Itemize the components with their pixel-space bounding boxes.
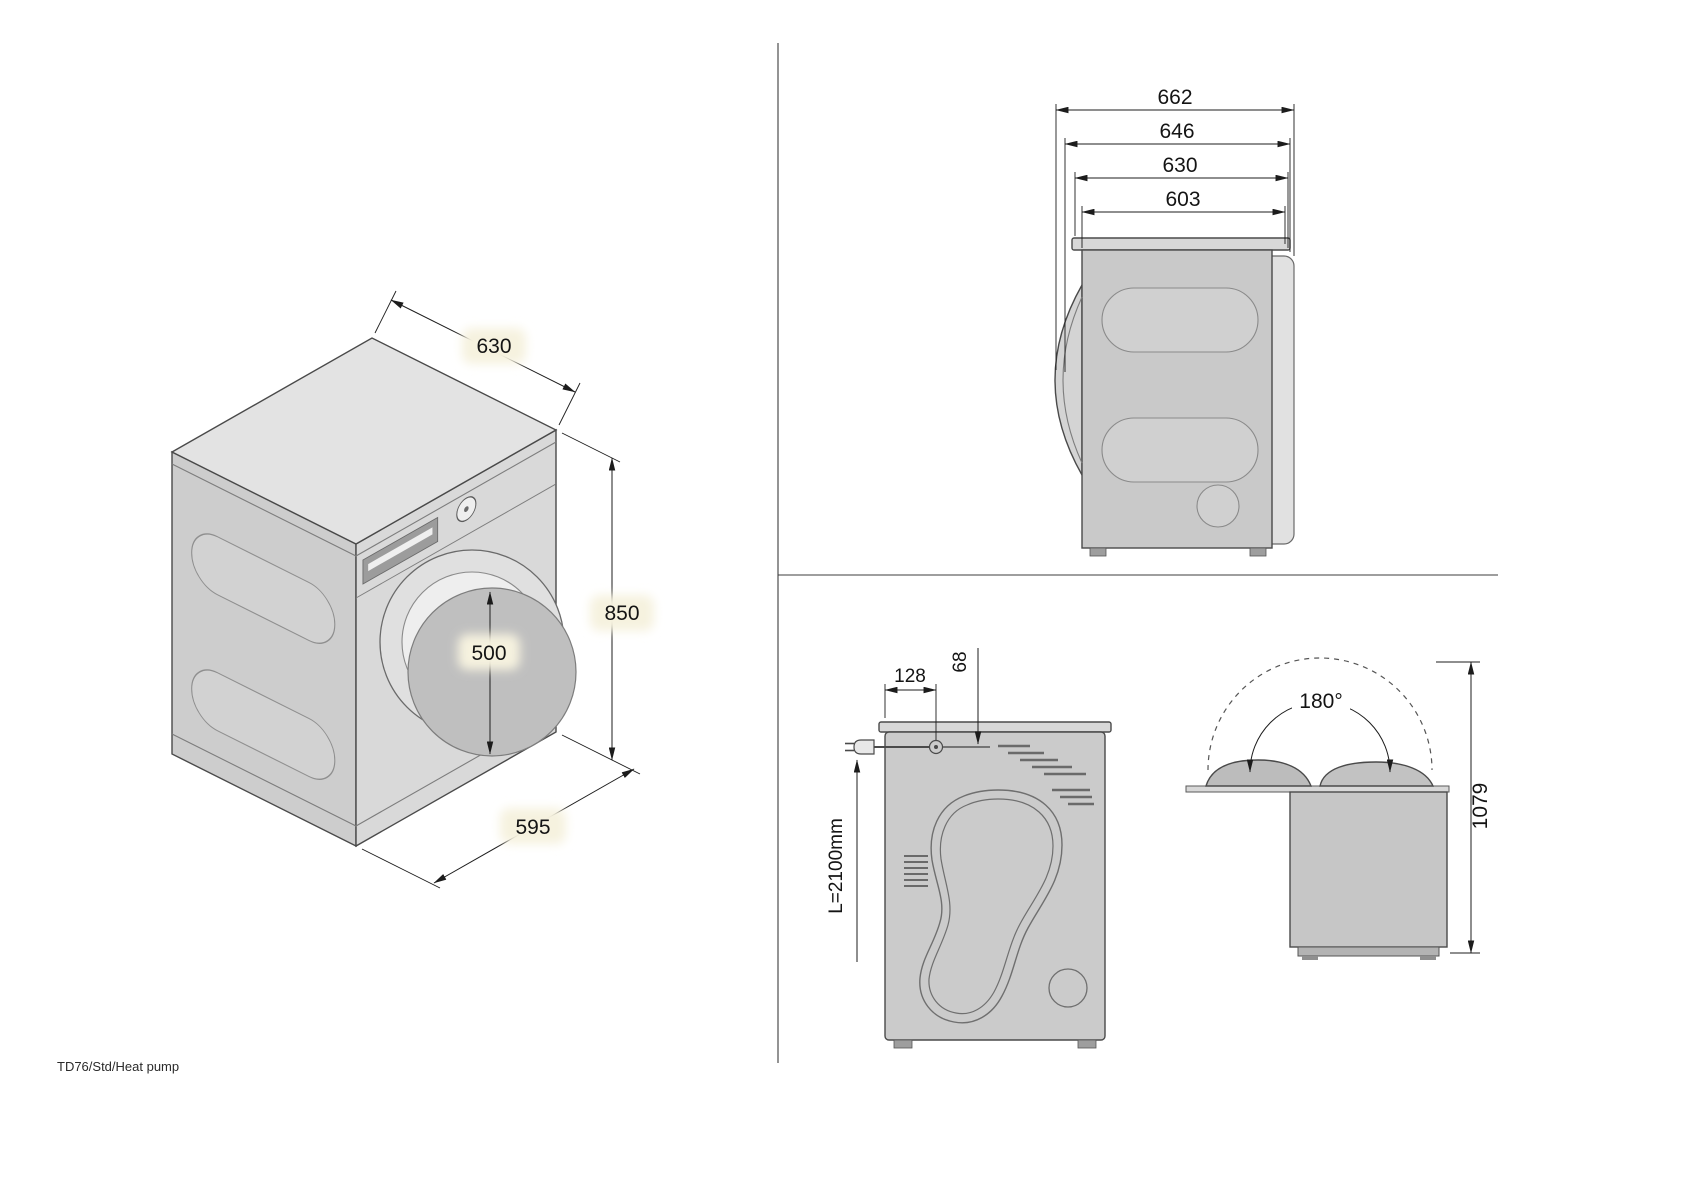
label-halo [458,634,520,670]
iso-panel-underline [356,483,556,599]
swing-height-label: 1079 [1469,783,1492,830]
side-door-bulge [1054,282,1083,478]
swing-top-edge [1185,785,1450,793]
swing-path-dashed-arc [1207,657,1433,771]
iso-side-embossing [191,533,336,780]
iso-width-label: 595 [515,816,550,839]
model-footnote: TD76/Std/Heat pump [57,1059,179,1074]
iso-door-glass [407,587,577,757]
rear-vent-mid [1052,788,1094,806]
isometric-view: 630 850 500 595 [170,290,654,889]
label-halo [462,328,526,364]
plug-icon [853,739,875,755]
cord-length-label: L=2100mm [826,818,847,914]
label-mask [1292,688,1350,714]
iso-dim-depth: 630 [374,290,581,426]
side-dim-630-label: 630 [1162,154,1197,177]
rear-dim-68-label: 68 [950,651,971,672]
rear-dim-cord-y: 68 [943,648,990,748]
rear-vent-left [904,855,928,887]
rear-top-slab [878,721,1112,733]
rear-dim-128-label: 128 [894,666,926,687]
rear-machine [845,721,1112,1049]
side-dim-646-label: 646 [1159,120,1194,143]
swing-base [1297,946,1440,957]
rear-channel-outer [919,789,1063,1024]
side-foot-rear [1249,547,1267,557]
rear-foot-left [893,1039,913,1049]
iso-height-label: 850 [604,602,639,625]
iso-dim-height: 850 [561,432,654,775]
iso-machine [170,337,577,848]
swing-foot-right [1420,956,1436,960]
side-top-slab [1071,237,1291,251]
door-swing-view: 180° 1079 [1185,657,1492,960]
swing-dim-height: 1079 [1436,661,1492,954]
swing-door-closed [1319,761,1435,787]
side-dim-646: 646 [1064,120,1291,372]
rear-foot-right [1077,1039,1097,1049]
label-halo [500,808,566,844]
rear-view: 128 68 L=2100mm [826,648,1112,1049]
side-dim-603: 603 [1081,188,1286,248]
iso-stadium-upper [191,533,336,644]
iso-depth-label: 630 [476,335,511,358]
rear-dim-cord-x: 128 [884,666,937,740]
side-view: 662 646 630 603 [1054,86,1295,557]
side-stadium-upper [1101,287,1259,353]
iso-dim-drum: 500 [458,591,520,755]
iso-knob-marker [464,506,469,513]
rear-dim-cord-length: L=2100mm [826,759,861,962]
rear-drain-cap [1048,968,1088,1008]
side-dim-630: 630 [1074,154,1289,248]
side-machine [1054,237,1295,557]
side-dim-662-label: 662 [1157,86,1192,109]
iso-lid-edge [171,441,557,557]
cord-grommet-center [934,745,938,749]
side-dim-603-label: 603 [1165,188,1200,211]
iso-dim-width: 595 [361,768,635,889]
swing-foot-left [1302,956,1318,960]
rear-channel-inner [928,798,1054,1015]
iso-stadium-lower [191,669,336,780]
iso-display-slot [368,527,433,572]
side-dim-662: 662 [1055,86,1295,370]
iso-drum-label: 500 [471,642,506,665]
side-filter-cap [1196,484,1240,528]
side-foot-front [1089,547,1107,557]
side-stadium-lower [1101,417,1259,483]
swing-angle-label: 180° [1299,690,1342,713]
swing-angle-dim: 180° [1246,688,1394,773]
iso-control-panel [356,483,556,599]
label-halo [590,595,654,631]
swing-door-open [1205,759,1313,787]
swing-body [1289,791,1448,948]
rear-vent-top [998,744,1086,776]
side-door-inner-arc [1062,296,1083,464]
swing-machine [1185,759,1450,960]
